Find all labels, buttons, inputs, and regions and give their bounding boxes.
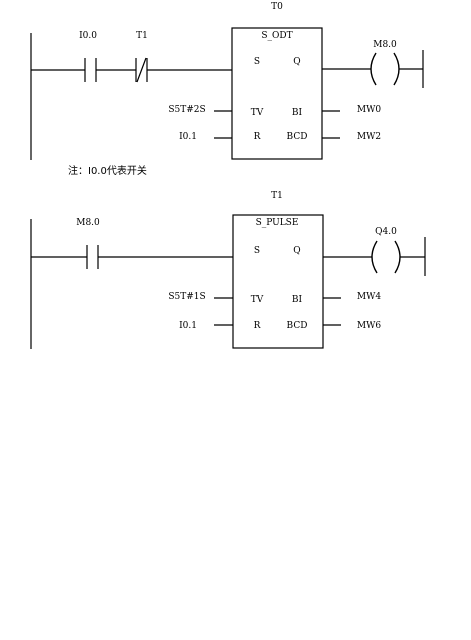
coil-label: M8.0 xyxy=(373,40,397,50)
coil-label-2: Q4.0 xyxy=(375,227,397,237)
pin-bi: BI xyxy=(292,108,303,118)
bi-output: MW0 xyxy=(357,105,381,115)
pin-bcd: BCD xyxy=(287,132,308,142)
r-value-2: I0.1 xyxy=(179,321,197,331)
r-value: I0.1 xyxy=(179,132,197,142)
bcd-output: MW2 xyxy=(357,132,381,142)
coil-m8-0 xyxy=(370,52,400,86)
pin-r-2: R xyxy=(254,321,261,331)
contact-2-label: T1 xyxy=(136,31,148,41)
pin-r: R xyxy=(254,132,261,142)
pin-tv: TV xyxy=(251,108,264,118)
timer-name-2: T1 xyxy=(271,191,283,201)
block-type: S_ODT xyxy=(261,31,292,41)
tv-value: S5T#2S xyxy=(168,105,205,115)
pin-tv-2: TV xyxy=(251,295,264,305)
timer-block-s-odt xyxy=(231,27,323,160)
timer-name: T0 xyxy=(271,2,283,12)
contact-1-label: I0.0 xyxy=(79,31,97,41)
contact-nc-t1 xyxy=(135,57,148,83)
bcd-output-2: MW6 xyxy=(357,321,381,331)
pin-q-2: Q xyxy=(293,246,300,256)
coil-q4-0 xyxy=(371,240,401,274)
bi-output-2: MW4 xyxy=(357,292,381,302)
pin-s-2: S xyxy=(254,246,260,256)
timer-block-s-pulse xyxy=(232,214,324,349)
pin-bi-2: BI xyxy=(292,295,303,305)
rung-1: I0.0 T1 T0 S_ODT S Q TV BI R BCD S5T#2S … xyxy=(30,2,424,160)
block-type-2: S_PULSE xyxy=(256,218,299,228)
pin-s: S xyxy=(254,57,260,67)
pin-bcd-2: BCD xyxy=(287,321,308,331)
contact-no-m8-0 xyxy=(86,245,99,269)
tv-value-2: S5T#1S xyxy=(168,292,205,302)
contact-no-i0-0 xyxy=(84,58,97,82)
pin-q: Q xyxy=(293,57,300,67)
rung-2: M8.0 T1 S_PULSE S Q TV BI R BCD S5T#1S I… xyxy=(30,191,426,349)
note-text: 注：I0.0代表开关 xyxy=(68,164,147,177)
contact-label-2: M8.0 xyxy=(76,218,100,228)
